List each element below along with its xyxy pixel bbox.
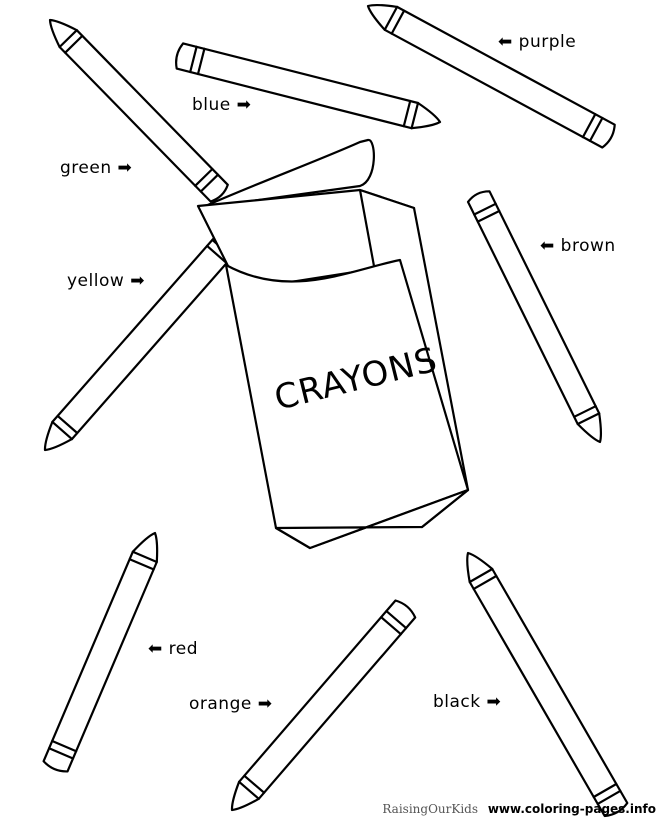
site-url: www.coloring-pages.info [487,802,656,816]
crayon-brown-body [466,190,603,444]
label-blue: blue ➡ [192,95,251,115]
label-orange: orange ➡ [189,694,273,714]
crayon-purple-icon [366,3,616,149]
label-red-text: red [168,639,199,659]
label-orange-text: orange [189,694,252,714]
crayon-box-front [224,258,470,550]
arrow-right-icon: ➡ [236,95,252,115]
crayon-blue-icon [175,42,442,130]
arrow-right-icon: ➡ [117,158,133,178]
crayon-box-icon: CRAYONS [196,138,470,550]
crayon-blue-band-4 [189,45,198,74]
label-yellow-text: yellow [67,271,125,291]
crayon-box-bottom [274,488,470,550]
crayon-orange-body [230,599,417,812]
crayon-green-band-3 [194,167,214,187]
label-brown: ⬅ brown [540,236,616,256]
crayon-brown-icon [466,190,603,444]
arrow-right-icon: ➡ [130,271,145,291]
crayon-red-body [42,531,159,773]
crayon-blue-band-2 [402,99,412,128]
arrow-left-icon: ⬅ [498,32,513,52]
crayon-black-band-3 [592,782,618,799]
crayon-red-icon [42,531,159,773]
crayons-group [42,3,629,818]
crayon-black-band-4 [596,789,622,806]
label-yellow: yellow ➡ [67,271,145,291]
label-green: green ➡ [60,158,132,178]
crayon-blue-body [175,42,442,130]
label-blue-text: blue [192,95,231,115]
crayon-brown-band-4 [473,202,497,216]
label-black: black ➡ [433,692,501,712]
arrow-left-icon: ⬅ [148,639,163,659]
crayon-green-band-1 [58,29,78,49]
label-purple: ⬅ purple [498,32,576,52]
crayon-brown-band-3 [476,209,501,223]
label-purple-text: purple [518,32,577,52]
label-green-text: green [60,158,112,178]
crayon-purple-band-3 [581,113,597,139]
crayon-green-band-2 [64,34,84,54]
arrow-right-icon: ➡ [486,692,502,712]
crayon-brown-band-1 [576,412,601,426]
crayon-purple-band-4 [588,116,604,142]
crayon-orange-band-2 [243,774,266,794]
crayon-yellow-icon [43,228,243,452]
crayon-purple-band-1 [383,5,399,31]
crayon-box-lid [199,138,375,210]
crayon-yellow-body [43,228,243,452]
crayon-black-body [466,551,629,818]
crayon-red-band-3 [51,739,78,753]
crayon-yellow-band-3 [206,244,228,265]
label-brown-text: brown [560,236,616,256]
crayon-orange-icon [230,599,417,812]
arrow-right-icon: ➡ [257,694,273,714]
label-red: ⬅ red [148,639,198,659]
crayon-purple-band-2 [390,9,406,35]
crayon-black-band-2 [472,574,498,591]
label-black-text: black [433,692,481,712]
crayon-black-band-1 [468,567,494,584]
crayon-yellow-band-1 [51,420,74,441]
brand-watermark: RaisingOurKids [382,802,479,816]
crayon-green-body [48,18,229,203]
crayon-blue-band-3 [196,47,206,76]
crayon-orange-band-3 [380,616,402,636]
crayon-black-icon [466,551,629,818]
crayon-orange-band-1 [238,780,260,800]
crayon-orange-band-4 [385,609,408,630]
crayon-red-band-1 [131,550,158,564]
arrow-left-icon: ⬅ [540,236,555,256]
site-credit: RaisingOurKids www.coloring-pages.info [382,802,656,816]
crayon-red-band-4 [47,747,75,760]
crayon-purple-body [366,3,616,149]
crayon-green-band-4 [199,173,220,193]
crayon-blue-band-1 [410,101,420,130]
crayon-yellow-band-2 [56,414,79,435]
crayon-green-icon [48,18,229,203]
crayon-red-band-2 [128,558,155,571]
crayon-brown-band-2 [573,405,597,418]
